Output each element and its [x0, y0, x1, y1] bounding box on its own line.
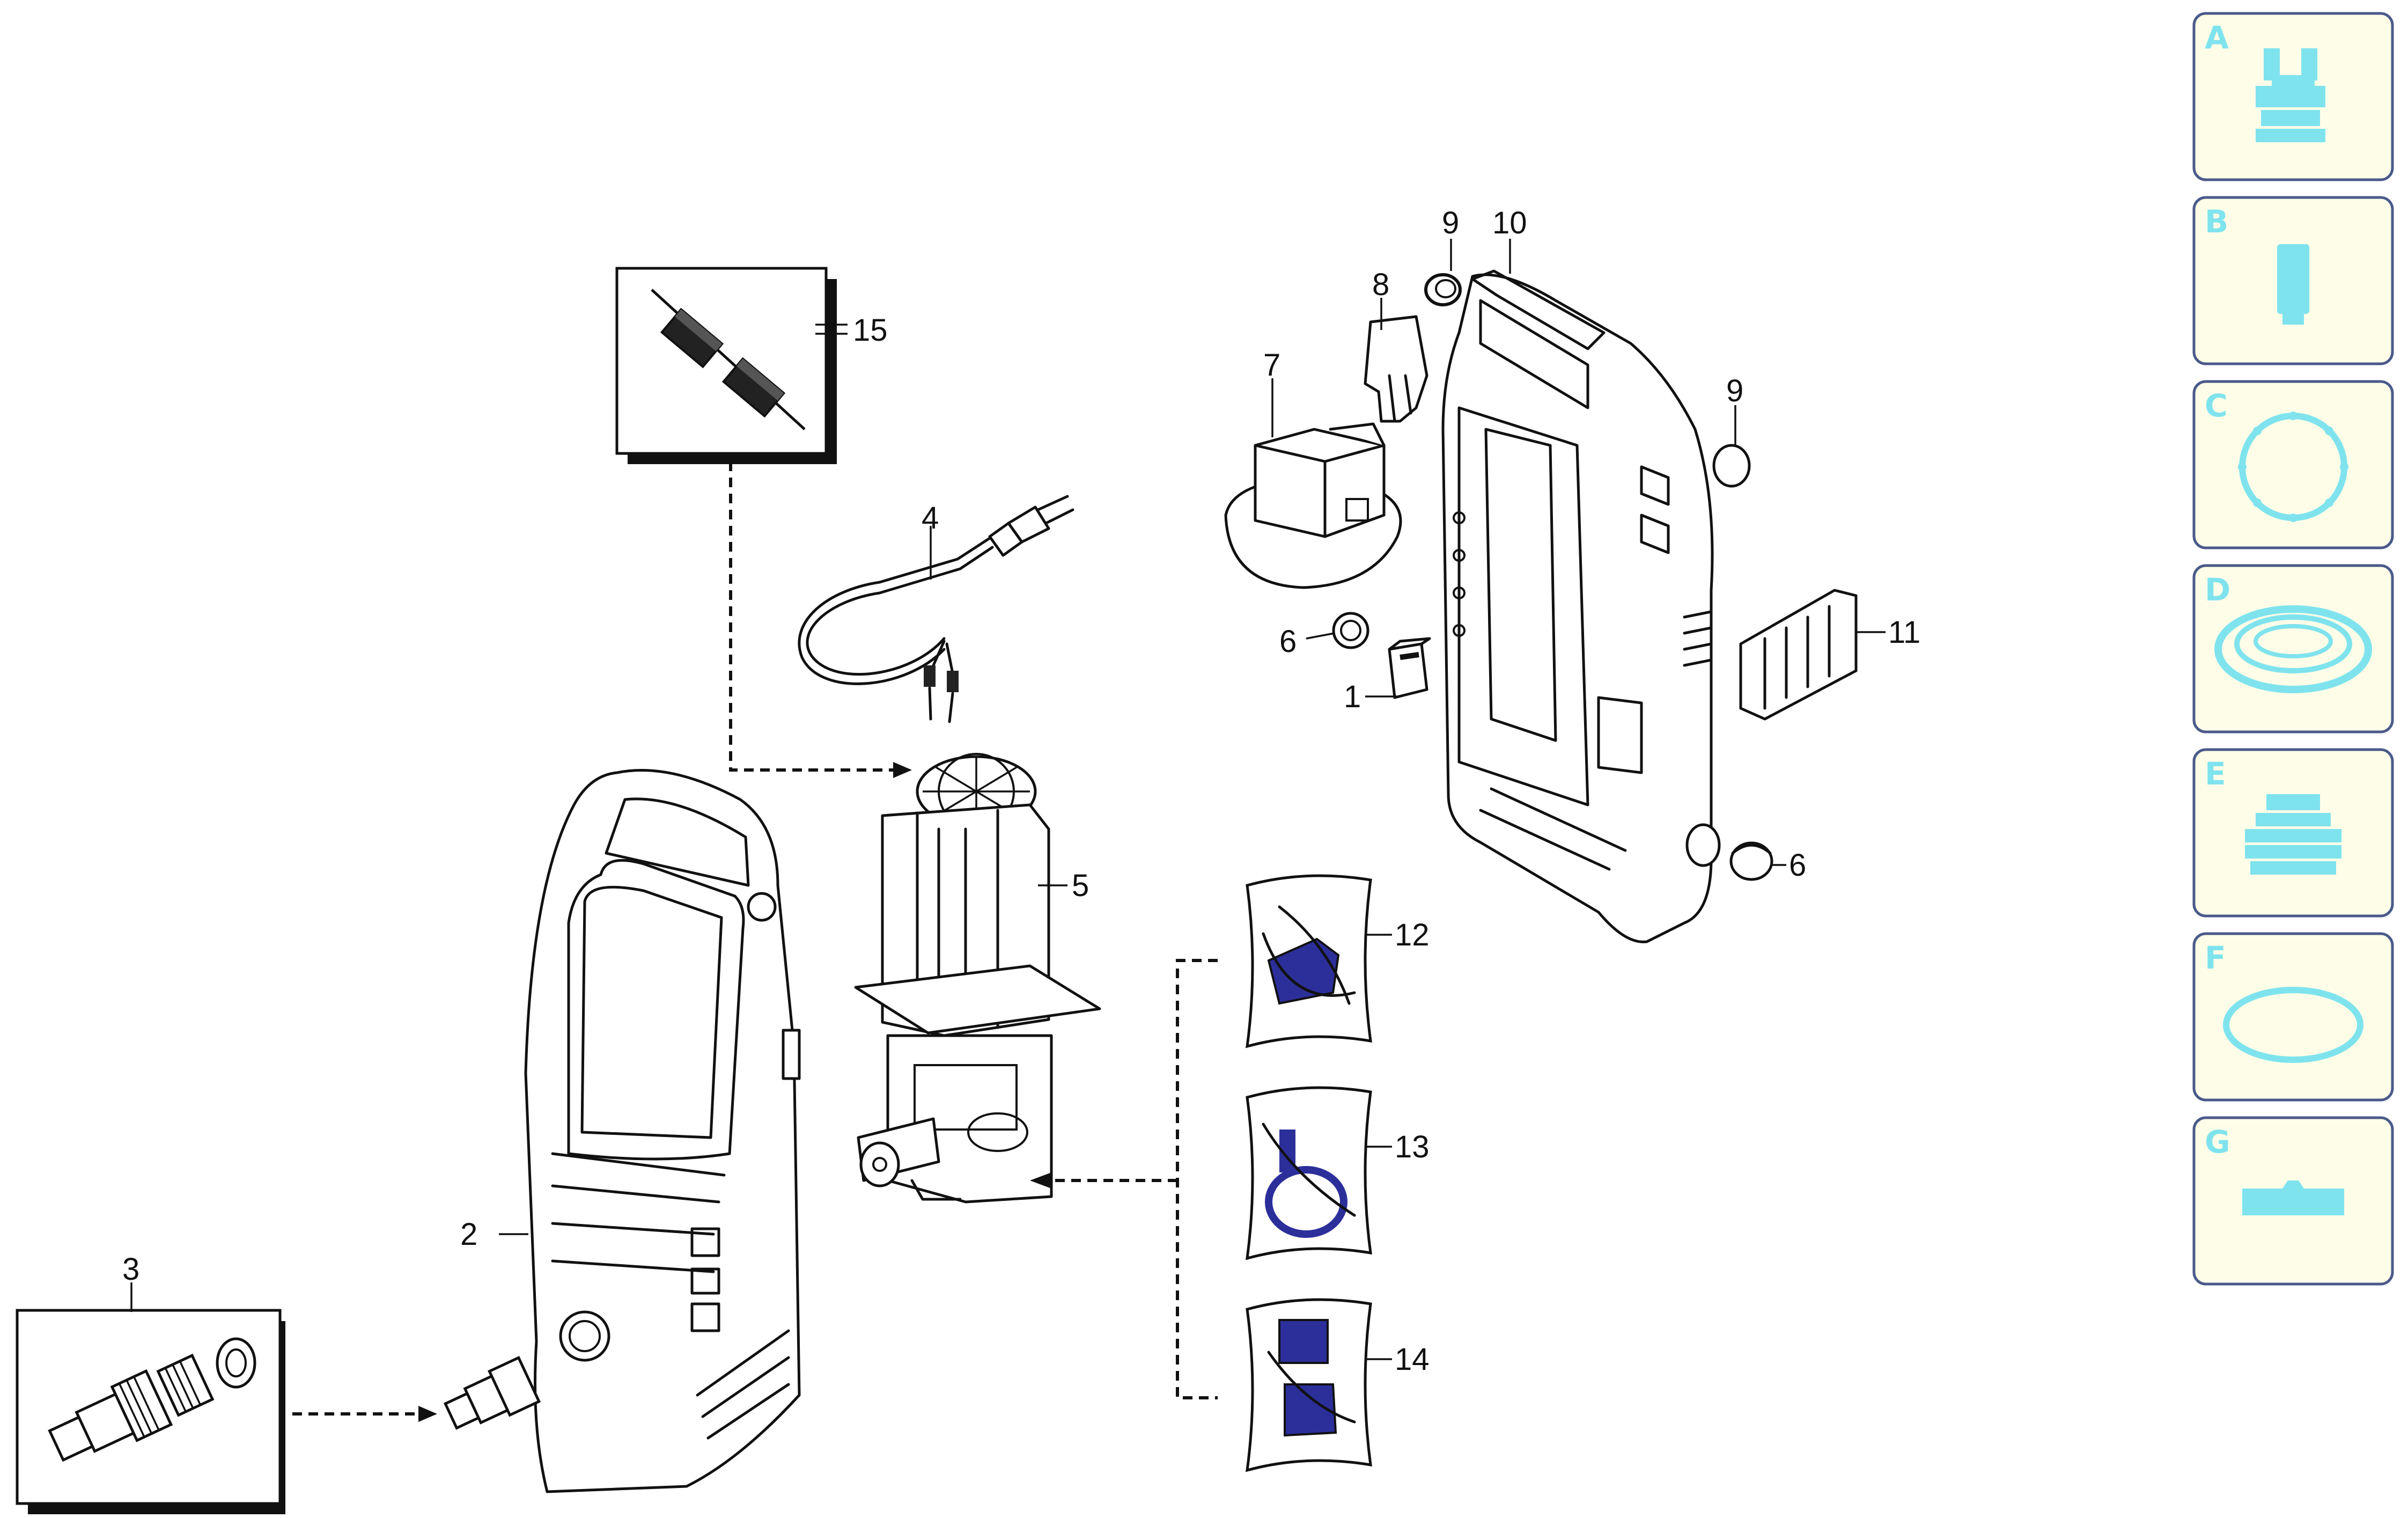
- callout-10: 10: [1492, 206, 1527, 240]
- o-ring-icon: [2238, 412, 2348, 522]
- callout-2: 2: [460, 1217, 477, 1252]
- legend-letter: B: [2205, 203, 2228, 240]
- bellows-icon: [2245, 794, 2341, 875]
- callout-7: 7: [1263, 348, 1280, 383]
- filter-cylinder-icon: [2277, 244, 2309, 325]
- part-3-inlet-coupling[interactable]: [16, 1309, 285, 1514]
- part-11-bracket[interactable]: [1739, 589, 1858, 721]
- leader-6a: [1306, 632, 1335, 640]
- legend-item-d[interactable]: D: [2192, 564, 2394, 734]
- plate-icon: [2242, 1180, 2344, 1215]
- part-13-kit[interactable]: [1247, 1088, 1371, 1258]
- callout-15: 15: [853, 313, 888, 348]
- part-15-carbon-brushes[interactable]: [615, 267, 848, 464]
- legend-panel: A B C: [2192, 12, 2394, 1286]
- gasket-icon: [2223, 987, 2363, 1063]
- legend-item-a[interactable]: A: [2192, 12, 2394, 181]
- callout-3: 3: [122, 1252, 139, 1287]
- part-6-knob-left[interactable]: [1332, 612, 1369, 649]
- legend-letter: E: [2205, 756, 2226, 792]
- part-9-ring-top[interactable]: [1424, 273, 1462, 306]
- callout-9a: 9: [1442, 206, 1459, 240]
- part-10-rear-housing[interactable]: [1441, 269, 1721, 943]
- legend-letter: C: [2205, 387, 2228, 424]
- legend-letter: A: [2205, 19, 2229, 56]
- arrow-head: [1030, 1172, 1051, 1189]
- legend-item-c[interactable]: C: [2192, 380, 2394, 549]
- arrow-head: [893, 762, 912, 778]
- part-9-ring-right[interactable]: [1712, 444, 1751, 488]
- arrow-head: [418, 1406, 437, 1422]
- part-2-front-housing[interactable]: [524, 769, 801, 1493]
- callout-8: 8: [1372, 267, 1389, 302]
- legend-item-f[interactable]: F: [2192, 932, 2394, 1102]
- legend-letter: D: [2205, 571, 2230, 608]
- legend-item-e[interactable]: E: [2192, 748, 2394, 918]
- legend-letter: F: [2205, 940, 2226, 976]
- part-5-motor-pump[interactable]: [854, 753, 1101, 1204]
- part-7-pressure-switch[interactable]: [1224, 422, 1402, 589]
- callout-5: 5: [1072, 868, 1089, 903]
- part-1-switch[interactable]: [1388, 637, 1431, 699]
- callout-12: 12: [1395, 918, 1430, 952]
- connector-line: [729, 461, 893, 772]
- connector-bracket: [1176, 959, 1218, 1399]
- part-8-clip[interactable]: [1364, 315, 1428, 423]
- nozzle-icon: [2256, 48, 2325, 142]
- legend-item-g[interactable]: G: [2192, 1116, 2394, 1286]
- seal-ring-icon: [2214, 605, 2372, 693]
- callout-11: 11: [1888, 615, 1920, 650]
- part-6-cap-right[interactable]: [1729, 841, 1773, 881]
- callout-4: 4: [922, 501, 939, 536]
- part-14-kit[interactable]: [1247, 1300, 1371, 1470]
- callout-6a: 6: [1279, 624, 1297, 659]
- part-12-kit[interactable]: [1247, 876, 1371, 1046]
- callout-6b: 6: [1789, 848, 1806, 883]
- legend-letter: G: [2205, 1124, 2230, 1160]
- callout-13: 13: [1395, 1130, 1430, 1164]
- inlet-fitting[interactable]: [441, 1355, 541, 1438]
- callout-9b: 9: [1726, 373, 1743, 408]
- callout-1: 1: [1344, 679, 1361, 714]
- legend-item-b[interactable]: B: [2192, 196, 2394, 365]
- part-4-power-cord[interactable]: [798, 495, 1074, 723]
- callout-14: 14: [1395, 1342, 1430, 1377]
